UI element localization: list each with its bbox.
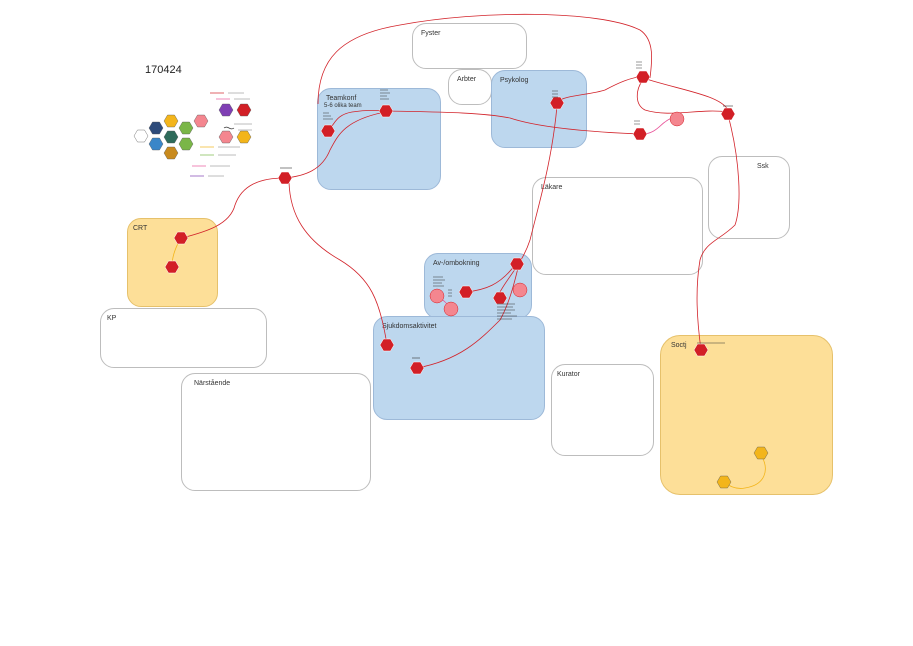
node-ssk xyxy=(720,107,736,121)
zone-label-crt: CRT xyxy=(133,225,148,232)
node-pink-avbok-1 xyxy=(429,288,445,304)
legend-hex-1 xyxy=(148,121,164,135)
legend-hex-12 xyxy=(218,130,234,144)
legend-hex-2 xyxy=(163,114,179,128)
legend-hex-11 xyxy=(236,103,252,117)
zone-label-avombokning: Av-/ombokning xyxy=(433,260,480,267)
node-pink-avbok-3 xyxy=(512,282,528,298)
zone-ssk: Ssk xyxy=(708,156,790,239)
node-avbok-3 xyxy=(492,291,508,305)
node-soctj-orange-1 xyxy=(753,446,769,460)
legend-hex-8 xyxy=(178,137,194,151)
node-soctj-orange-2 xyxy=(716,475,732,489)
zone-kurator: Kurator xyxy=(551,364,654,456)
zone-label-teamkonf: Teamkonf xyxy=(326,95,357,102)
node-pink-avbok-2 xyxy=(443,301,459,317)
zone-label-kurator: Kurator xyxy=(557,371,580,378)
connector-hub-teamkonf xyxy=(284,111,386,179)
legend-hex-3 xyxy=(178,121,194,135)
connector-top-right xyxy=(642,77,729,111)
zone-narstaende: Närstående xyxy=(181,373,371,491)
connector-teamkonf-left xyxy=(327,109,386,131)
date-title: 170424 xyxy=(145,64,182,76)
node-psykolog xyxy=(549,96,565,110)
node-teamkonf-2 xyxy=(320,124,336,138)
zone-lakare: Läkare xyxy=(532,177,703,275)
node-top-right-1 xyxy=(635,70,651,84)
zone-sublabel-teamkonf: 5-6 olika team xyxy=(324,103,362,109)
zone-sjukdomsaktivitet: Sjukdomsaktivitet xyxy=(373,316,545,420)
connector-crt-hub xyxy=(181,177,286,239)
legend-hex-7 xyxy=(163,130,179,144)
zone-label-psykolog: Psykolog xyxy=(500,77,529,84)
node-soctj xyxy=(693,343,709,357)
legend-hex-10 xyxy=(218,103,234,117)
tiny-annotations xyxy=(280,61,733,359)
zone-soctj: Soctj xyxy=(660,335,833,495)
legend-hex-6 xyxy=(148,137,164,151)
zone-kp: KP xyxy=(100,308,267,368)
connector-top-down xyxy=(636,79,729,114)
legend-hex-4 xyxy=(193,114,209,128)
zone-label-soctj: Soctj xyxy=(671,342,687,349)
zone-label-sjukdomsaktivitet: Sjukdomsaktivitet xyxy=(382,323,437,330)
legend-hex-13 xyxy=(236,130,252,144)
zone-label-narstaende: Närstående xyxy=(194,380,231,387)
legend-cluster xyxy=(133,103,252,160)
zone-label-lakare: Läkare xyxy=(541,184,563,191)
node-top-right-2 xyxy=(632,127,648,141)
node-crt-2 xyxy=(164,260,180,274)
node-sjukdom-1 xyxy=(379,338,395,352)
zone-psykolog: Psykolog xyxy=(491,70,587,148)
zone-label-fyster: Fyster xyxy=(421,30,441,37)
node-sjukdom-2 xyxy=(409,361,425,375)
legend-text-marks xyxy=(208,92,252,177)
zone-teamkonf: Teamkonf 5-6 olika team xyxy=(317,88,441,190)
node-avbok-2 xyxy=(458,285,474,299)
node-hub xyxy=(277,171,293,185)
connector-sjukdom-avbok xyxy=(416,267,519,369)
node-teamkonf-1 xyxy=(378,104,394,118)
connector-top-loop xyxy=(317,13,653,105)
node-pink-top xyxy=(669,111,685,127)
zone-label-kp: KP xyxy=(107,315,117,322)
connector-teamkonf-psykolog xyxy=(386,110,641,135)
legend-hex-9 xyxy=(163,146,179,160)
legend-hex-5 xyxy=(133,129,149,143)
connector-psykolog-top xyxy=(556,75,644,103)
connector-hub-sjukdom xyxy=(288,181,388,346)
connector-ssk-soctj xyxy=(696,114,740,351)
zone-fyster: Fyster xyxy=(412,23,527,69)
node-crt-1 xyxy=(173,231,189,245)
legend-lines xyxy=(190,92,235,177)
zone-label-arbter: Arbter xyxy=(457,76,477,83)
connector-avbok-internal xyxy=(465,264,516,293)
zone-label-ssk: Ssk xyxy=(757,163,769,170)
connector-psykolog-down xyxy=(497,105,558,297)
